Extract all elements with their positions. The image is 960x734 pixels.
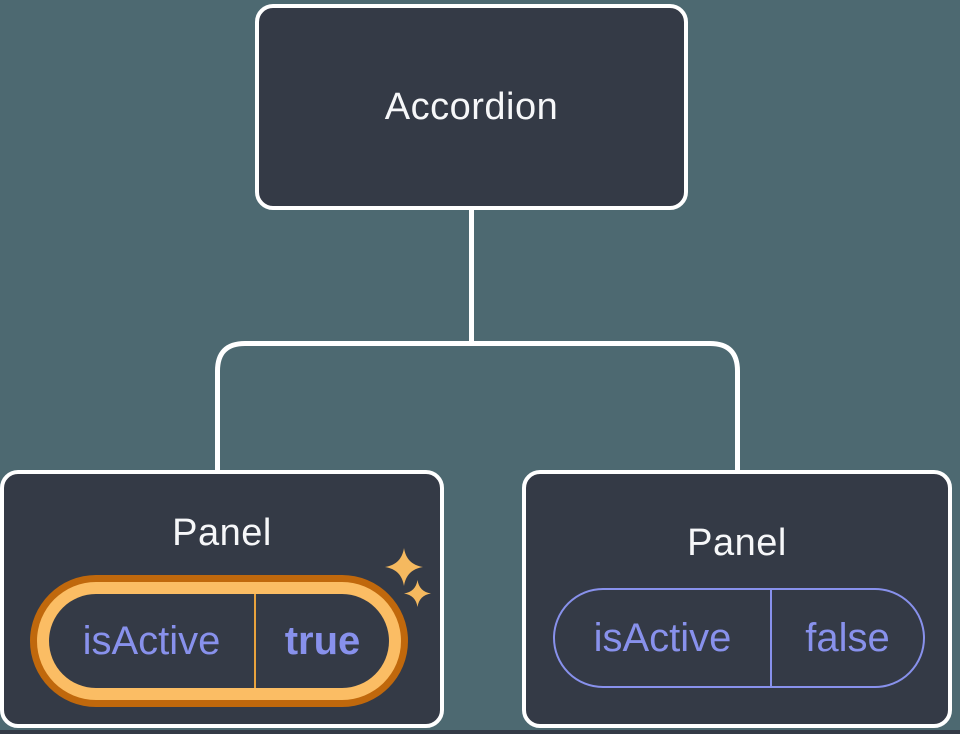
- accordion-label: Accordion: [384, 85, 559, 128]
- state-prop-value: false: [805, 615, 890, 660]
- pill-divider: [770, 590, 772, 686]
- sparkle-icon: [385, 548, 423, 586]
- accordion-node: Accordion: [255, 4, 688, 210]
- state-pill-active-ring: isActive true: [37, 582, 401, 700]
- sparkle-icon: [404, 580, 431, 607]
- state-prop-value: true: [284, 618, 361, 663]
- bottom-edge-band: [0, 730, 960, 734]
- panel-label: Panel: [172, 512, 272, 554]
- state-prop-name: isActive: [82, 618, 221, 663]
- panel-node-inactive: Panel isActive false: [522, 470, 952, 728]
- state-pill-inactive: isActive false: [553, 588, 925, 688]
- state-prop-name: isActive: [593, 615, 732, 660]
- panel-node-active: Panel isActive true: [0, 470, 444, 728]
- pill-divider: [254, 594, 256, 688]
- state-pill-active-glow: isActive true: [30, 575, 408, 707]
- panel-label: Panel: [687, 522, 787, 564]
- state-pill-active: isActive true: [49, 594, 389, 688]
